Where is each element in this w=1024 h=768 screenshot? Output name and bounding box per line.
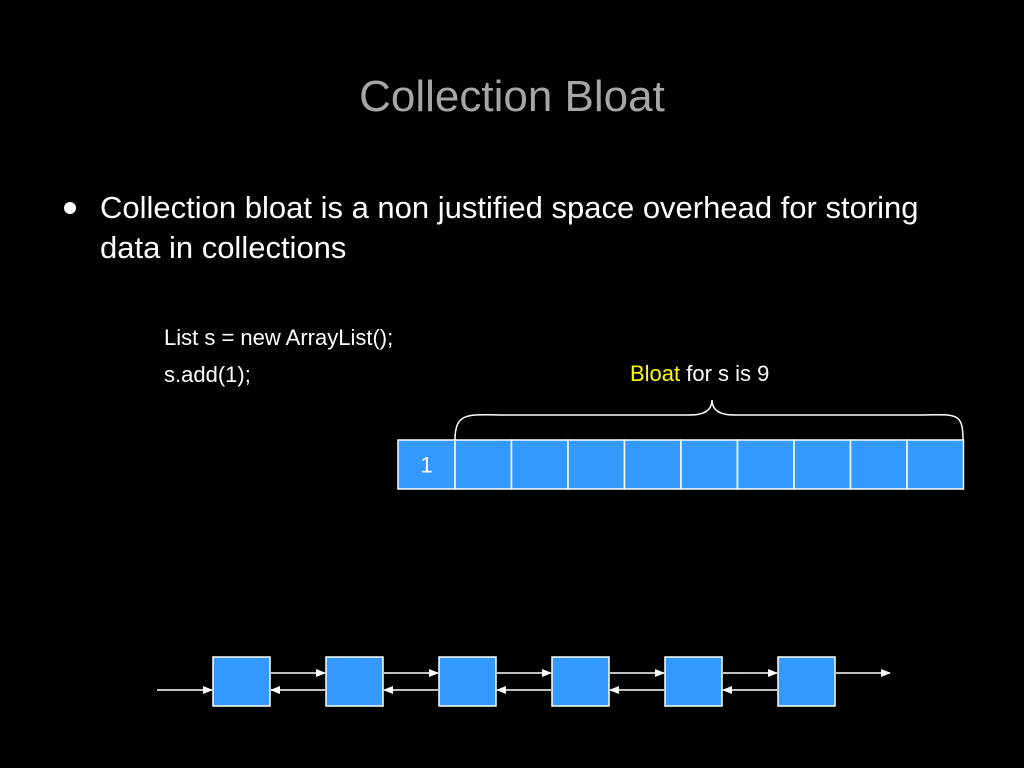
linked-list-node xyxy=(438,656,497,707)
code-line-add: s.add(1); xyxy=(164,362,251,387)
bloat-label-rest: for s is 9 xyxy=(680,361,770,386)
linked-list-node xyxy=(212,656,271,707)
linked-list-node xyxy=(325,656,384,707)
bloat-label: Bloat for s is 9 xyxy=(630,360,769,388)
bullet-dot-icon xyxy=(64,202,76,214)
bloat-brace xyxy=(454,399,964,441)
array-list-cells: 1 xyxy=(397,439,965,490)
array-cell-empty xyxy=(736,439,795,490)
array-cell-empty xyxy=(510,439,569,490)
linked-list-nodes xyxy=(157,656,891,707)
array-cell-empty xyxy=(849,439,908,490)
array-cell-empty xyxy=(680,439,739,490)
array-cell-value: 1 xyxy=(420,453,432,478)
slide-title: Collection Bloat xyxy=(359,72,665,121)
array-cell-empty xyxy=(793,439,852,490)
bullet-text: Collection bloat is a non justified spac… xyxy=(100,190,919,265)
linked-list-node xyxy=(664,656,723,707)
linked-list-node xyxy=(551,656,610,707)
linked-list-node xyxy=(777,656,836,707)
array-cell-empty xyxy=(567,439,626,490)
bloat-highlight-word: Bloat xyxy=(630,361,681,386)
array-cell-empty xyxy=(906,439,965,490)
array-cell-empty xyxy=(623,439,682,490)
array-cell-empty xyxy=(454,439,513,490)
code-line-declaration: List s = new ArrayList(); xyxy=(164,325,394,350)
